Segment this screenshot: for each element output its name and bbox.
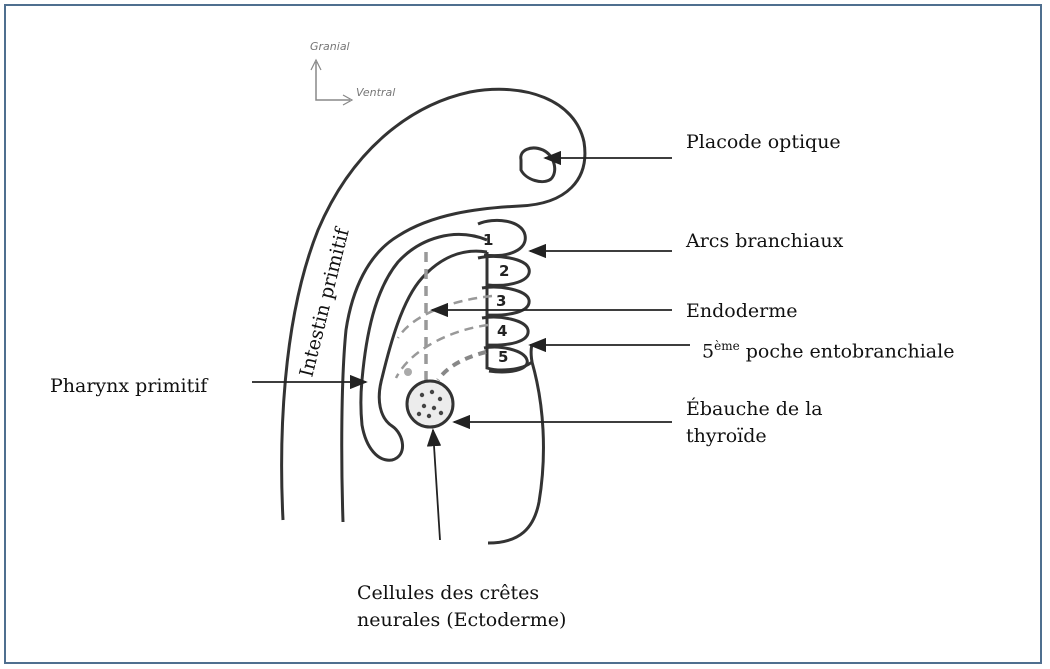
orientation-axes: Granial Ventral [310, 40, 395, 105]
arc-number-3: 3 [496, 292, 506, 310]
label-ebauche-line1: Ébauche de la [686, 397, 823, 423]
orientation-right-label: Ventral [356, 86, 395, 99]
label-cellules-line2: neurales (Ectoderme) [357, 608, 566, 634]
endoderm-dashed-lines [396, 252, 492, 400]
orientation-up-label: Granial [310, 40, 350, 53]
arc-number-4: 4 [497, 322, 507, 340]
label-pharynx-primitif: Pharynx primitif [50, 374, 207, 400]
intestin-primitif-label: Intestin primitif [296, 224, 355, 379]
arc-number-5: 5 [498, 348, 508, 366]
thyroid-primordium [407, 381, 453, 427]
arrow-cellules [433, 430, 440, 540]
arc-number-1: 1 [483, 231, 493, 249]
poche-superscript: ème [714, 339, 740, 353]
label-cellules-line1: Cellules des crêtes [357, 581, 539, 607]
label-arcs-branchiaux: Arcs branchiaux [686, 229, 843, 255]
label-endoderme: Endoderme [686, 299, 797, 325]
label-ebauche-line2: thyroïde [686, 424, 767, 450]
arc-number-2: 2 [499, 262, 509, 280]
optic-placode [521, 148, 555, 182]
label-placode-optique: Placode optique [686, 130, 841, 156]
poche-number: 5 [702, 340, 714, 362]
label-poche-entobranchiale: 5ème poche entobranchiale [702, 338, 954, 365]
poche-text: poche entobranchiale [740, 340, 955, 362]
